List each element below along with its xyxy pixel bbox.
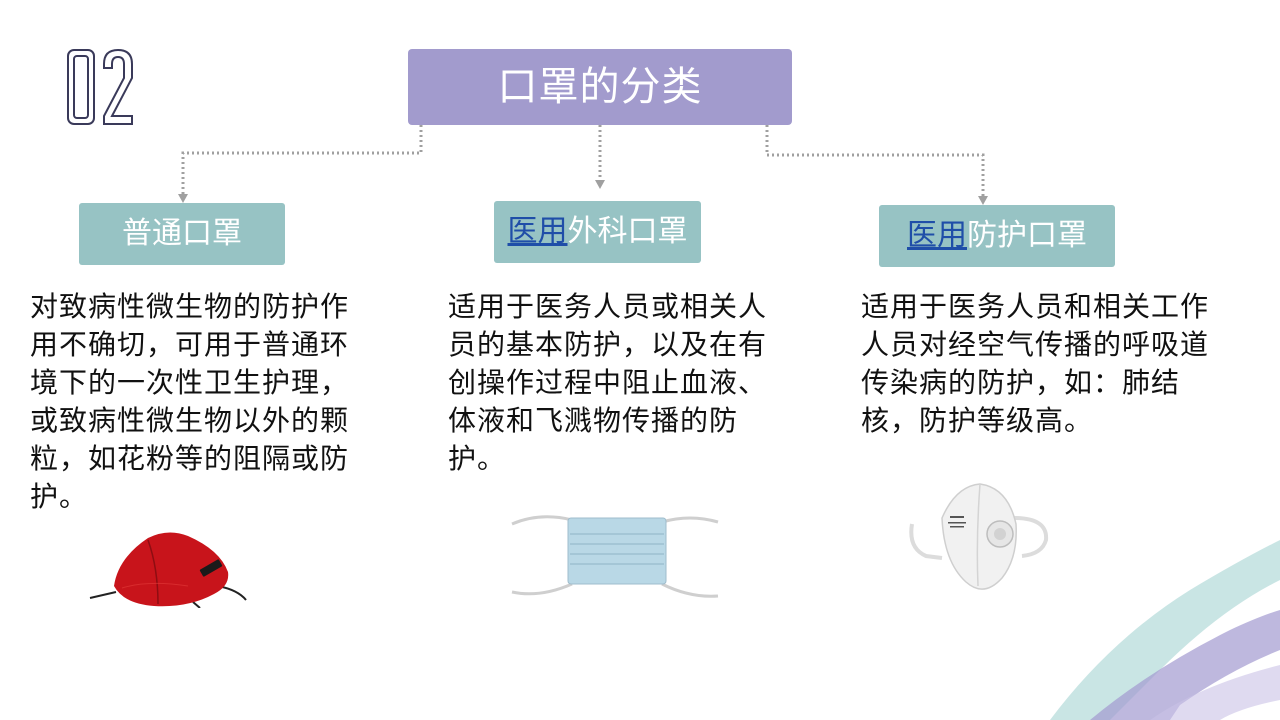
root-title-box: 口罩的分类 [408, 49, 792, 125]
category-box-surgical-mask: 医用外科口罩 [494, 201, 701, 263]
red-mask-image [89, 532, 247, 608]
category-label: 外科口罩 [567, 214, 688, 249]
surgical-mask-image [511, 515, 719, 598]
category-box-ordinary-mask: 普通口罩 [79, 203, 285, 265]
n95-respirator-image [909, 483, 1049, 590]
medical-link[interactable]: 医用 [907, 218, 967, 253]
description-ordinary-mask: 对致病性微生物的防护作用不确切，可用于普通环境下的一次性卫生护理，或致病性微生物… [30, 290, 350, 513]
root-title: 口罩的分类 [497, 64, 703, 110]
category-box-protective-mask: 医用防护口罩 [879, 205, 1115, 267]
category-label: 防护口罩 [967, 218, 1087, 253]
section-number: 02 [64, 44, 133, 125]
section-number-text: 02 [64, 44, 66, 45]
medical-link[interactable]: 医用 [507, 214, 568, 249]
description-protective-mask: 适用于医务人员和相关工作人员对经空气传播的呼吸道传染病的防护，如：肺结核，防护等… [861, 290, 1210, 437]
decorative-brush-strokes [1050, 540, 1280, 720]
description-surgical-mask: 适用于医务人员或相关人员的基本防护，以及在有创操作过程中阻止血液、体液和飞溅物传… [448, 290, 768, 475]
category-label: 普通口罩 [122, 216, 242, 251]
